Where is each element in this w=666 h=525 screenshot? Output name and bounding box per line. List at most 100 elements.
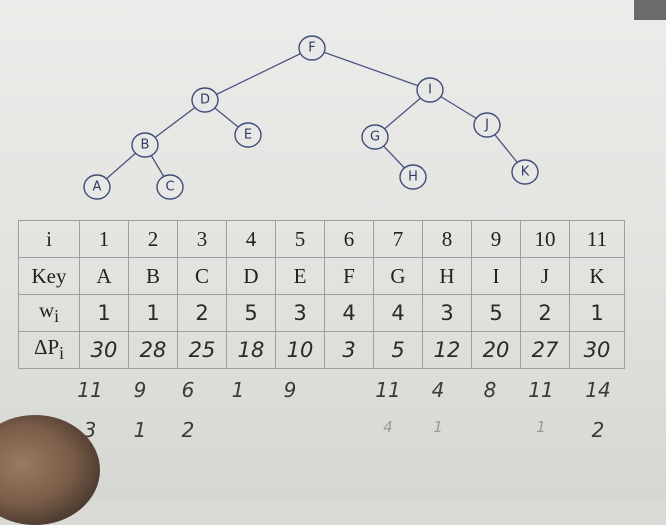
cell-dp-3: 25 [177,331,227,369]
cell-dp-4: 18 [226,331,276,369]
cell-w-10: 2 [520,294,570,332]
annotation-row2-col-11: 2 [591,418,605,442]
tree-node-label: D [200,93,210,108]
cell-i-7: 7 [373,220,423,258]
tree-node-label: C [165,180,174,195]
tree-node-circle [473,112,501,138]
annotation-row1-col-7: 11 [375,378,401,402]
cell-i-1: 1 [79,220,129,258]
annotation-row1-col-2: 9 [133,378,147,402]
cell-w-8: 3 [422,294,472,332]
tree-node-circle [399,164,427,190]
binary-search-tree: F D I B E G J A C H K [83,35,539,200]
cell-dp-7: 5 [373,331,423,369]
tree-nodes: F D I B E G J A C H K [83,35,539,200]
cell-key-9: I [471,257,521,295]
tree-node-circle [131,132,159,158]
cell-dp-9: 20 [471,331,521,369]
tree-node-label: F [308,41,315,56]
row-key: Key A B C D E F G H I J K [18,257,625,295]
annotation-row2-col-2: 1 [133,418,147,442]
annotation-row2-col-3: 2 [181,418,195,442]
tree-node-I: I [416,77,444,103]
cell-dp-6: 3 [324,331,374,369]
annotation-row1-col-5: 9 [283,378,297,402]
tree-node-A: A [83,174,111,200]
tree-node-label: K [521,165,530,180]
cell-dp-10: 27 [520,331,570,369]
row-header-key: Key [18,257,80,295]
tree-node-E: E [234,122,262,148]
row-header-delta-p: ΔPi [18,331,80,369]
tree-node-label: A [93,180,102,195]
cell-key-8: H [422,257,472,295]
annotation-row1-col-3: 6 [181,378,195,402]
tree-node-circle [191,87,219,113]
tree-node-circle [234,122,262,148]
tree-edge-F-I [311,47,431,91]
row-i: i 1 2 3 4 5 6 7 8 9 10 11 [18,220,625,258]
tree-node-label: E [244,128,252,143]
tree-node-G: G [361,124,389,150]
cell-key-1: A [79,257,129,295]
tree-node-circle [83,174,111,200]
w-subscript: i [54,306,60,327]
cell-dp-2: 28 [128,331,178,369]
annotation-row2-col-8: 1 [433,418,443,436]
dark-corner [634,0,666,20]
row-w: wi 1 1 2 5 3 4 4 3 5 2 1 [18,294,625,332]
cell-dp-11: 30 [569,331,625,369]
tree-node-label: B [141,138,150,153]
tree-node-circle [298,35,326,61]
annotation-row1-col-8: 4 [431,378,445,402]
tree-node-label: I [428,83,432,98]
cell-w-9: 5 [471,294,521,332]
tree-edges [96,47,526,188]
tree-node-F: F [298,35,326,61]
cell-dp-5: 10 [275,331,325,369]
annotation-row1-col-1: 11 [77,378,103,402]
cell-w-5: 3 [275,294,325,332]
key-table: i 1 2 3 4 5 6 7 8 9 10 11 Key A B C D E … [18,220,625,369]
annotation-row2-col-10: 1 [536,418,546,436]
tree-node-label: J [484,118,489,133]
tree-edge-F-D [204,47,313,101]
cell-key-7: G [373,257,423,295]
cell-w-4: 5 [226,294,276,332]
row-delta-p: ΔPi 30 28 25 18 10 3 5 12 20 27 30 [18,331,625,369]
tree-node-circle [361,124,389,150]
tree-node-label: G [370,130,380,145]
cell-w-2: 1 [128,294,178,332]
cell-dp-1: 30 [79,331,129,369]
cell-key-2: B [128,257,178,295]
cell-i-4: 4 [226,220,276,258]
tree-node-circle [416,77,444,103]
cell-w-3: 2 [177,294,227,332]
w-symbol: w [38,298,55,323]
cell-i-9: 9 [471,220,521,258]
tree-node-B: B [131,132,159,158]
cell-w-7: 4 [373,294,423,332]
cell-i-11: 11 [569,220,625,258]
delta-p-symbol: ΔP [33,335,60,360]
tree-node-circle [511,159,539,185]
cell-key-5: E [275,257,325,295]
annotation-row1-col-11: 14 [585,378,611,402]
cell-i-6: 6 [324,220,374,258]
cell-w-6: 4 [324,294,374,332]
annotation-row2-col-7: 4 [383,418,393,436]
delta-p-subscript: i [59,343,65,364]
annotation-row1-col-9: 8 [483,378,497,402]
tree-node-label: H [408,170,418,185]
annotation-row1-col-10: 11 [528,378,554,402]
tree-node-H: H [399,164,427,190]
tree-node-D: D [191,87,219,113]
cell-key-10: J [520,257,570,295]
tree-node-C: C [156,174,184,200]
tree-node-J: J [473,112,501,138]
cell-i-2: 2 [128,220,178,258]
row-header-w: wi [18,294,80,332]
annotation-row1-col-4: 1 [231,378,245,402]
tree-node-circle [156,174,184,200]
cell-i-8: 8 [422,220,472,258]
